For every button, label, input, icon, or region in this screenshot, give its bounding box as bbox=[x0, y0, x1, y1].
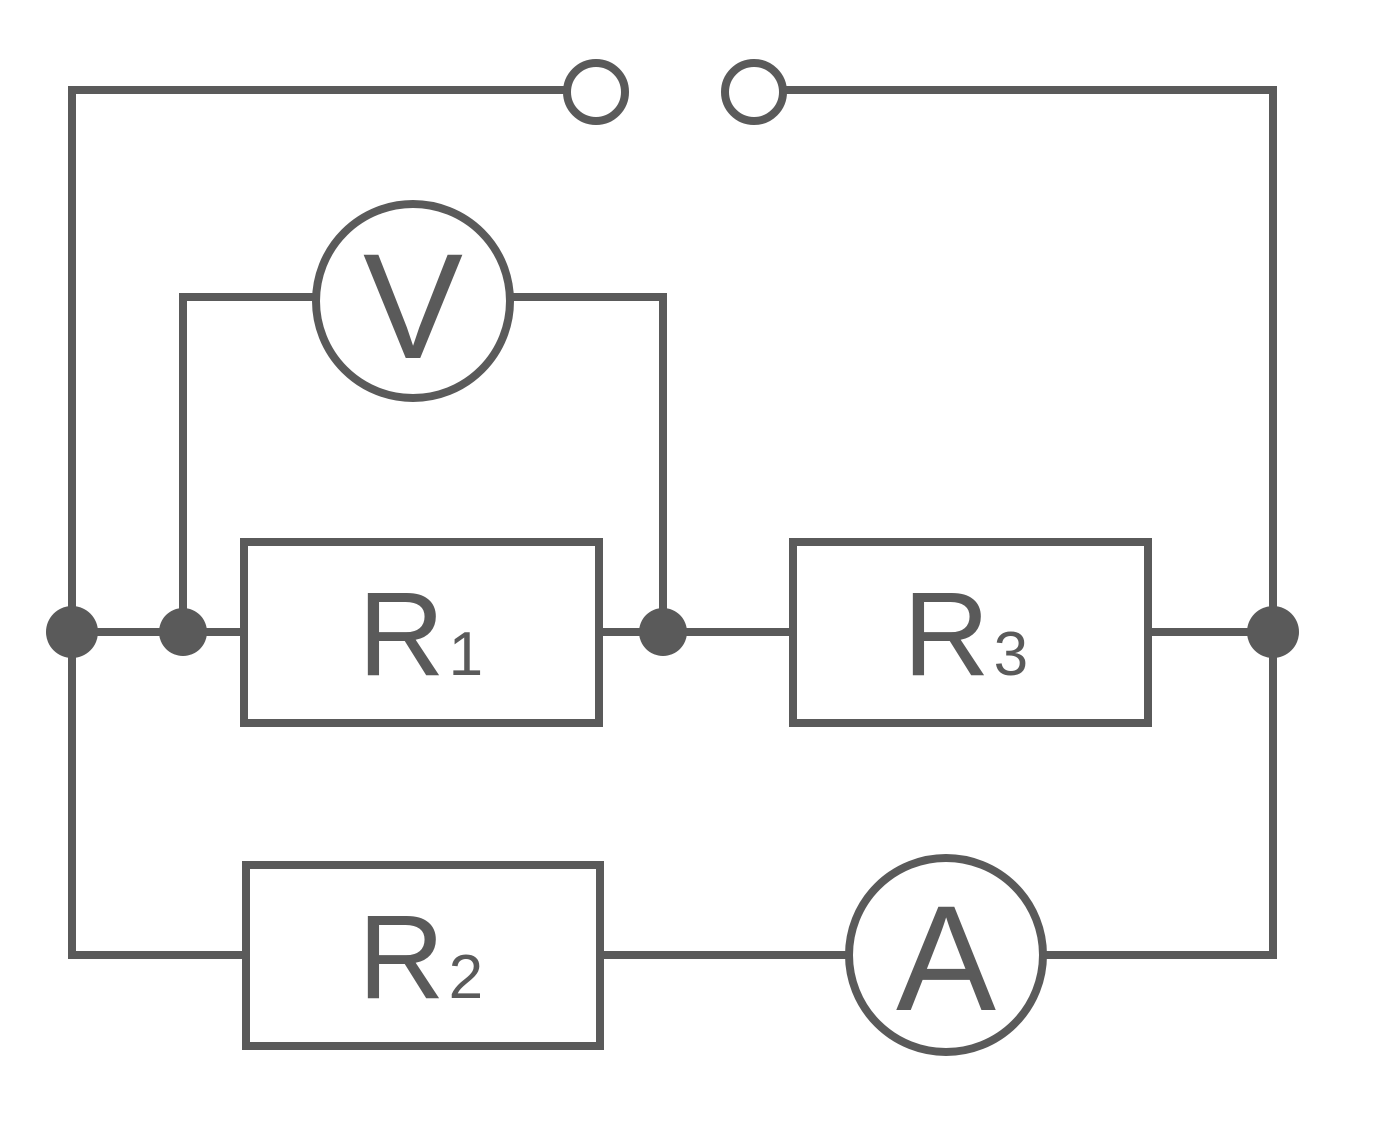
wire-top-left bbox=[68, 86, 570, 636]
resistor-r3-symbol: R bbox=[903, 567, 990, 701]
junction-node-right bbox=[1247, 606, 1299, 658]
junction-node-far-left bbox=[46, 606, 98, 658]
resistor-r2: R2 bbox=[242, 861, 604, 1050]
terminal-right bbox=[721, 59, 787, 125]
resistor-r1-symbol: R bbox=[358, 567, 445, 701]
resistor-r3: R3 bbox=[789, 538, 1152, 727]
svg-text:R2: R2 bbox=[358, 890, 483, 1024]
ammeter-label: A bbox=[896, 874, 996, 1042]
wire-lower-right bbox=[1040, 628, 1277, 959]
wire-voltmeter-right bbox=[506, 293, 667, 636]
wire-lower-left bbox=[68, 628, 250, 959]
svg-text:R3: R3 bbox=[903, 567, 1028, 701]
resistor-r1: R1 bbox=[240, 538, 603, 727]
voltmeter: V bbox=[312, 200, 514, 402]
resistor-r3-subscript: 3 bbox=[994, 620, 1028, 689]
junction-node-middle bbox=[639, 608, 687, 656]
resistor-r2-subscript: 2 bbox=[449, 943, 483, 1012]
wire-top-right bbox=[780, 86, 1277, 636]
wire-voltmeter-left bbox=[179, 293, 320, 636]
resistor-r1-subscript: 1 bbox=[449, 620, 483, 689]
svg-text:R1: R1 bbox=[358, 567, 483, 701]
resistor-r2-symbol: R bbox=[358, 890, 445, 1024]
junction-node-left bbox=[159, 608, 207, 656]
terminal-left bbox=[563, 59, 629, 125]
voltmeter-label: V bbox=[363, 222, 463, 390]
ammeter: A bbox=[845, 854, 1047, 1056]
